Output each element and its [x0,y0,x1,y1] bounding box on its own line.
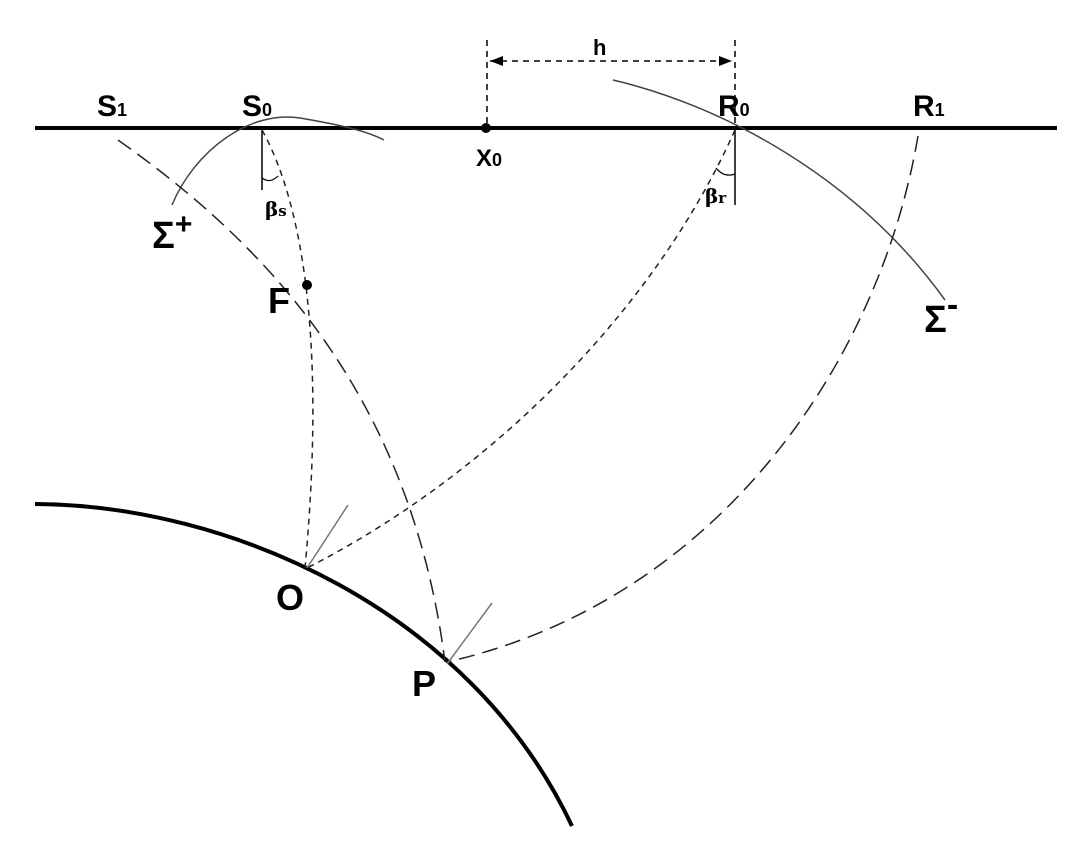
beta-s-arc [261,175,279,182]
ray-s0-o [261,129,314,569]
x0-point [481,123,491,133]
reflector-curve [34,502,574,827]
normal-at-p [446,602,493,665]
sigma-minus-label: Σ- [924,286,958,341]
h-label: h [593,35,606,60]
ray-r1-p [446,135,919,663]
h-arrow-left [490,56,503,66]
normal-at-o [306,504,349,569]
s1-label: S1 [97,90,127,123]
sigma-plus-wavefront [171,116,385,206]
f-point [302,280,312,290]
x0-label: X0 [476,145,502,172]
ray-r0-o [306,129,736,569]
sigma-plus-label: Σ+ [152,208,192,257]
ray-s1-p [117,139,446,663]
s0-label: S0 [242,90,272,123]
beta-r-label: βr [705,184,727,208]
p-label: P [412,663,436,704]
f-label: F [268,280,290,321]
sigma-minus-wavefront [612,79,946,301]
r1-label: R1 [913,90,945,123]
h-arrow-right [719,56,732,66]
beta-r-arc [715,167,736,176]
beta-s-label: βs [265,197,287,221]
o-label: O [276,577,304,618]
r0-label: R0 [718,90,750,123]
